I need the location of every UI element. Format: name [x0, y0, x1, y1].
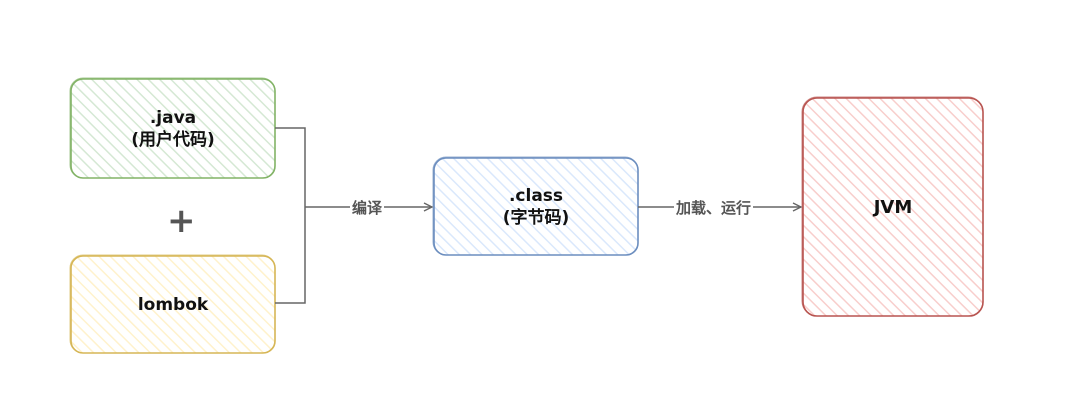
- java-node-title: .java: [149, 108, 197, 128]
- jvm-node: [801, 96, 984, 317]
- load-run-edge-label: 加载、运行: [674, 199, 754, 217]
- compile-connector: [275, 127, 306, 304]
- jvm-node-label: JVM: [803, 197, 983, 219]
- lombok-node-title: lombok: [137, 295, 209, 315]
- lombok-node-label: lombok: [71, 294, 275, 316]
- compile-edge-label: 编译: [350, 199, 385, 217]
- lombok-node: [69, 254, 276, 354]
- class-node-title: .class: [508, 186, 564, 206]
- class-node: [432, 156, 639, 256]
- java-node-label: .java (用户代码): [71, 107, 275, 151]
- class-node-label: .class (字节码): [434, 185, 638, 229]
- plus-operator: +: [167, 201, 196, 241]
- class-node-subtitle: (字节码): [502, 208, 570, 228]
- java-node-subtitle: (用户代码): [131, 130, 215, 150]
- jvm-node-title: JVM: [873, 197, 913, 218]
